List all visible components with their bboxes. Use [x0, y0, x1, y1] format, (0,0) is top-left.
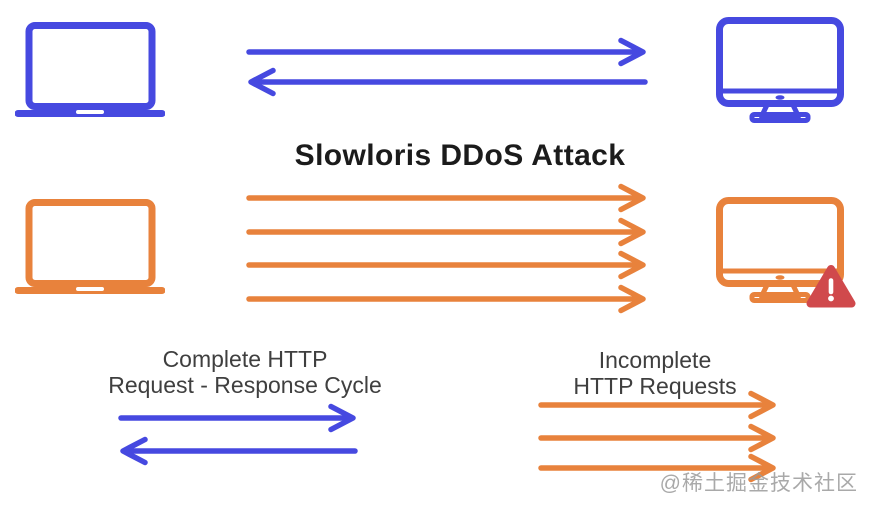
- attacker-laptop-icon: [15, 199, 165, 297]
- incomplete-requests-label-line1: Incomplete: [598, 347, 712, 373]
- diagram-title: Slowloris DDoS Attack: [294, 139, 626, 172]
- incomplete-requests-label: Incomplete HTTP Requests: [525, 347, 785, 399]
- incomplete-requests-label-line2: HTTP Requests: [573, 373, 737, 399]
- legend-request-arrow: [118, 403, 358, 433]
- watermark: @稀土掘金技术社区: [659, 472, 858, 495]
- http-request-arrow: [246, 37, 648, 67]
- slowloris-request-arrow-1: [246, 183, 648, 213]
- client-laptop-icon: [15, 22, 165, 120]
- complete-cycle-label-line2: Request - Response Cycle: [108, 372, 382, 398]
- warning-triangle-icon: [806, 262, 856, 312]
- legend-incomplete-arrow-2: [538, 423, 778, 453]
- complete-cycle-label: Complete HTTP Request - Response Cycle: [50, 346, 440, 398]
- server-monitor-icon: [716, 17, 844, 123]
- http-response-arrow: [246, 67, 648, 97]
- slowloris-request-arrow-4: [246, 284, 648, 314]
- legend-response-arrow: [118, 436, 358, 466]
- slowloris-request-arrow-3: [246, 250, 648, 280]
- complete-cycle-label-line1: Complete HTTP: [162, 346, 328, 372]
- slowloris-request-arrow-2: [246, 217, 648, 247]
- legend-incomplete-arrow-1: [538, 390, 778, 420]
